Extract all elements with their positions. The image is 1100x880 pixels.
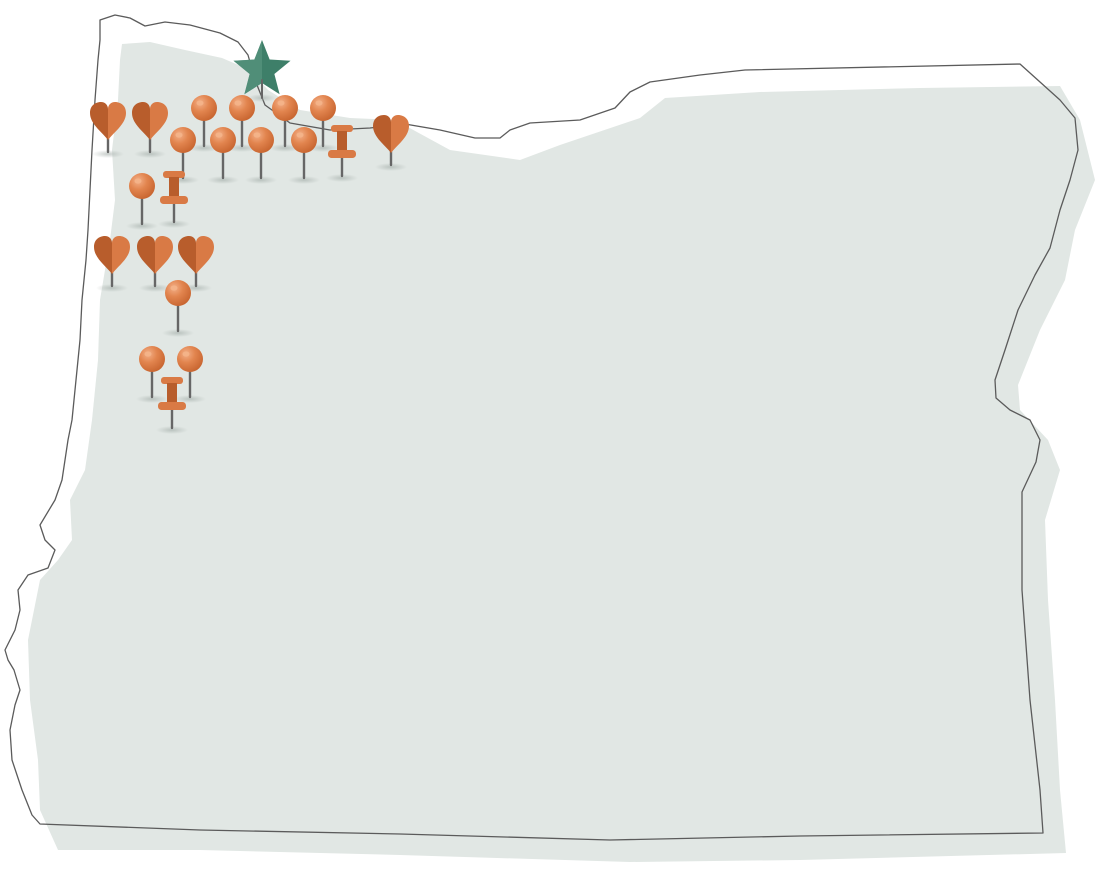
round-pin-icon[interactable] (245, 127, 277, 184)
round-pin-icon[interactable] (288, 127, 320, 184)
heart-pin-icon[interactable] (132, 102, 168, 158)
star-icon[interactable] (233, 40, 291, 102)
heart-pin-icon[interactable] (90, 102, 126, 158)
push-pin-icon[interactable] (156, 377, 188, 434)
round-pin-icon[interactable] (162, 280, 194, 337)
round-pin-icon[interactable] (307, 95, 339, 152)
push-pin-icon[interactable] (158, 171, 190, 228)
heart-pin-icon[interactable] (373, 115, 409, 171)
round-pin-icon[interactable] (136, 346, 168, 403)
heart-pin-icon[interactable] (94, 236, 130, 292)
round-pin-icon[interactable] (174, 346, 206, 403)
round-pin-icon[interactable] (167, 127, 199, 184)
state-fill (28, 42, 1095, 862)
round-pin-icon[interactable] (207, 127, 239, 184)
heart-pin-icon[interactable] (137, 236, 173, 292)
push-pin-icon[interactable] (326, 125, 358, 182)
round-pin-icon[interactable] (269, 95, 301, 152)
round-pin-icon[interactable] (126, 173, 158, 230)
